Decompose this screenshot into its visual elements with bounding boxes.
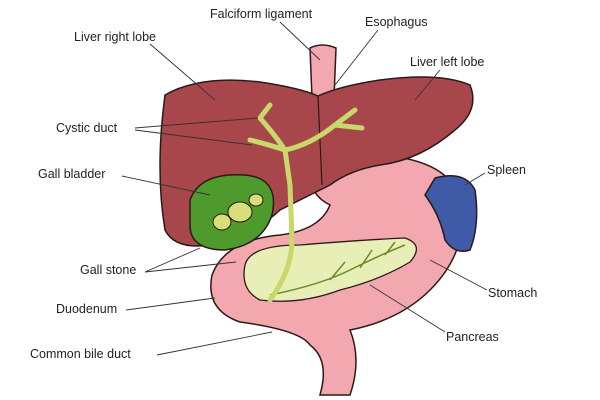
spleen-shape — [424, 175, 478, 252]
label-pancreas: Pancreas — [446, 330, 499, 344]
bile-duct-tree — [247, 102, 365, 303]
gall-stone — [212, 213, 232, 231]
pancreatic-duct — [269, 241, 406, 296]
label-gall-stone: Gall stone — [80, 263, 137, 277]
falciform-ligament-shape — [317, 95, 323, 186]
gall-stone — [227, 201, 253, 223]
label-cystic-duct: Cystic duct — [56, 121, 118, 135]
label-duodenum: Duodenum — [56, 302, 118, 316]
label-liver-right-lobe: Liver right lobe — [74, 30, 156, 44]
label-liver-left-lobe: Liver left lobe — [410, 55, 485, 69]
label-gall-bladder: Gall bladder — [38, 167, 106, 181]
label-spleen: Spleen — [487, 163, 526, 177]
label-common-bile-duct: Common bile duct — [30, 347, 131, 361]
label-esophagus: Esophagus — [365, 15, 428, 29]
pancreas-shape — [243, 237, 417, 302]
gall-stone — [248, 193, 264, 207]
leader-lines — [121, 21, 488, 356]
label-falciform-ligament: Falciform ligament — [210, 7, 313, 21]
label-stomach: Stomach — [488, 286, 538, 300]
